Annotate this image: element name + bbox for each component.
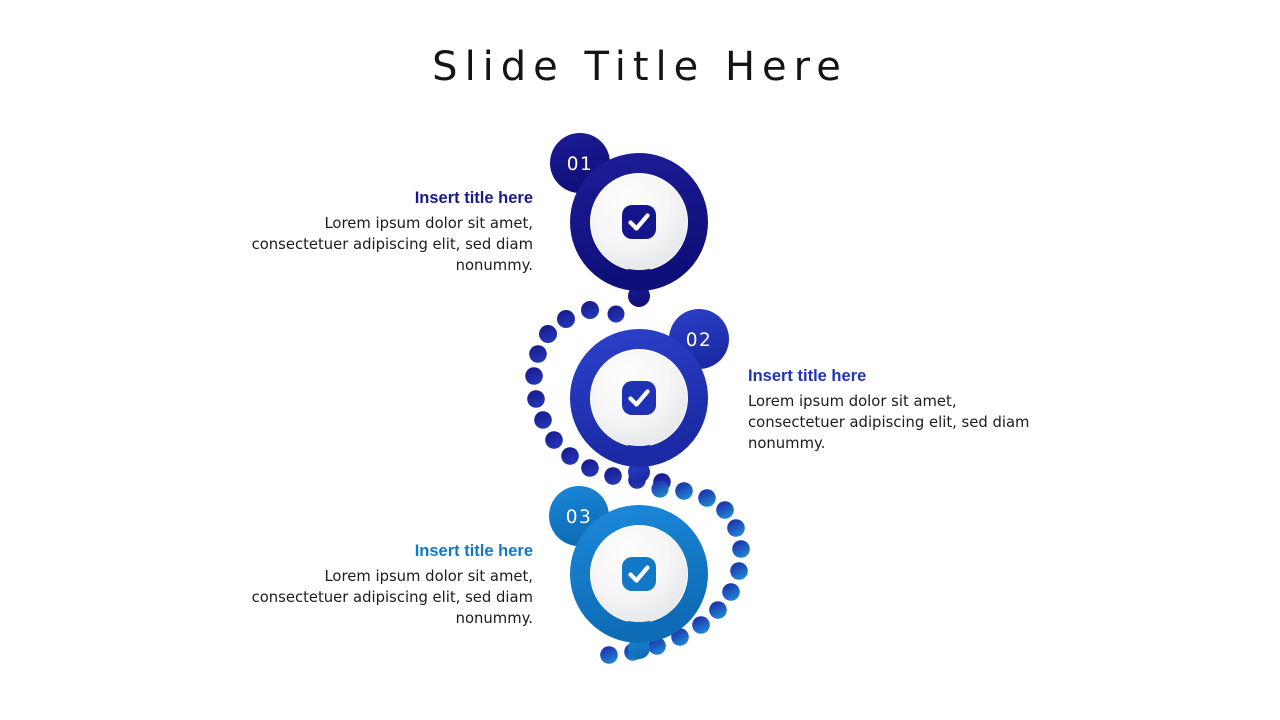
- inner-disc-01: [591, 174, 687, 270]
- badge-circle-02: [669, 309, 729, 369]
- page-title: Slide Title Here: [432, 44, 848, 90]
- item-title-01: Insert title here: [414, 189, 533, 207]
- pin-dot-03: [628, 637, 650, 659]
- item-text-block-01: Insert title here Lorem ipsum dolor sit …: [233, 188, 533, 276]
- marker-03: 03: [549, 486, 708, 659]
- outer-ring-01: [570, 153, 708, 291]
- pin-dot-02: [628, 461, 650, 483]
- item-text-block-03: Insert title here Lorem ipsum dolor sit …: [233, 541, 533, 629]
- item-title-03: Insert title here: [414, 542, 533, 560]
- item-body-01: Lorem ipsum dolor sit amet, consectetuer…: [251, 214, 533, 274]
- item-text-block-02: Insert title here Lorem ipsum dolor sit …: [748, 366, 1048, 454]
- check-badge-icon-03: [622, 557, 656, 591]
- pin-tail-02: [618, 426, 660, 466]
- inner-disc-02: [591, 350, 687, 446]
- pin-dot-01: [628, 285, 650, 307]
- item-body-03: Lorem ipsum dolor sit amet, consectetuer…: [251, 567, 533, 627]
- marker-02: 02: [570, 309, 729, 483]
- marker-01: 01: [550, 133, 708, 307]
- badge-circle-03: [549, 486, 609, 546]
- item-title-02: Insert title here: [748, 367, 867, 385]
- badge-number-01: 01: [567, 154, 594, 175]
- badge-number-02: 02: [686, 330, 713, 351]
- inner-disc-03: [591, 526, 687, 622]
- badge-circle-01: [550, 133, 610, 193]
- badge-number-03: 03: [566, 507, 593, 528]
- dotted-arc-2-to-3: [600, 480, 750, 664]
- check-badge-icon-02: [622, 381, 656, 415]
- outer-ring-03: [570, 505, 708, 643]
- pin-tail-03: [618, 602, 660, 642]
- item-body-02: Lorem ipsum dolor sit amet, consectetuer…: [748, 392, 1030, 452]
- outer-ring-02: [570, 329, 708, 467]
- pin-tail-01: [618, 250, 660, 290]
- check-badge-icon-01: [622, 205, 656, 239]
- dotted-arc-1-to-2: [525, 301, 671, 491]
